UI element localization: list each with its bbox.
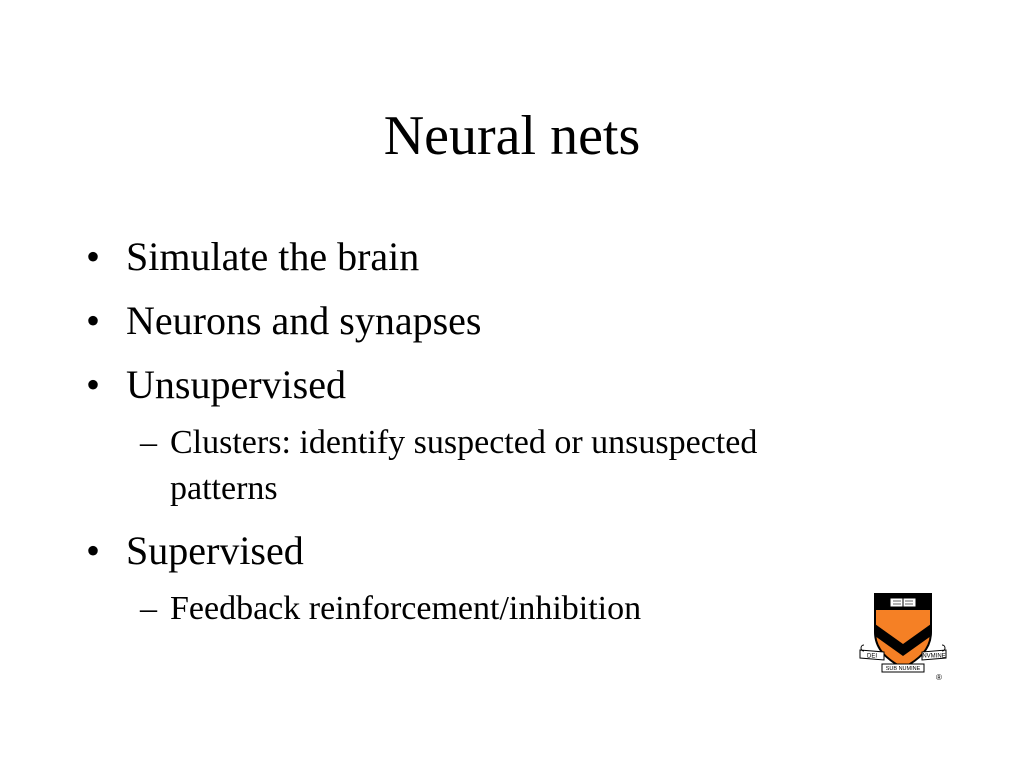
slide-title: Neural nets bbox=[383, 105, 641, 167]
sub-bullet-text: Feedback reinforcement/inhibition bbox=[170, 590, 642, 627]
bullet-marker: • bbox=[86, 298, 101, 343]
sub-bullet-item: – Feedback reinforcement/inhibition bbox=[86, 586, 886, 632]
bullet-text: Supervised bbox=[126, 528, 304, 573]
ribbon-left-text: DEI bbox=[867, 654, 877, 660]
bullet-item: • Simulate the brain bbox=[86, 230, 886, 284]
bullet-list: • Simulate the brain • Neurons and synap… bbox=[86, 230, 886, 644]
bullet-text: Simulate the brain bbox=[126, 234, 420, 279]
bullet-marker: • bbox=[86, 362, 101, 407]
bullet-item: • Supervised bbox=[86, 524, 886, 578]
bullet-text: Unsupervised bbox=[126, 362, 346, 407]
sub-bullet-item: – Clusters: identify suspected or unsusp… bbox=[86, 420, 886, 512]
bullet-item: • Neurons and synapses bbox=[86, 294, 886, 348]
bullet-item: • Unsupervised bbox=[86, 358, 886, 412]
registered-mark: ® bbox=[936, 673, 942, 682]
bullet-marker: • bbox=[86, 234, 101, 279]
sub-bullet-marker: – bbox=[140, 590, 157, 627]
bullet-marker: • bbox=[86, 528, 101, 573]
ribbon-bottom-text: SUB NUMINE bbox=[886, 666, 921, 672]
ribbon-right-text: NVMINE bbox=[922, 654, 945, 660]
sub-bullet-text: Clusters: identify suspected or unsuspec… bbox=[170, 424, 758, 507]
princeton-shield-icon: DEI NVMINE SUB NUMINE ® bbox=[859, 593, 947, 682]
bullet-text: Neurons and synapses bbox=[126, 298, 482, 343]
sub-bullet-marker: – bbox=[140, 424, 157, 461]
